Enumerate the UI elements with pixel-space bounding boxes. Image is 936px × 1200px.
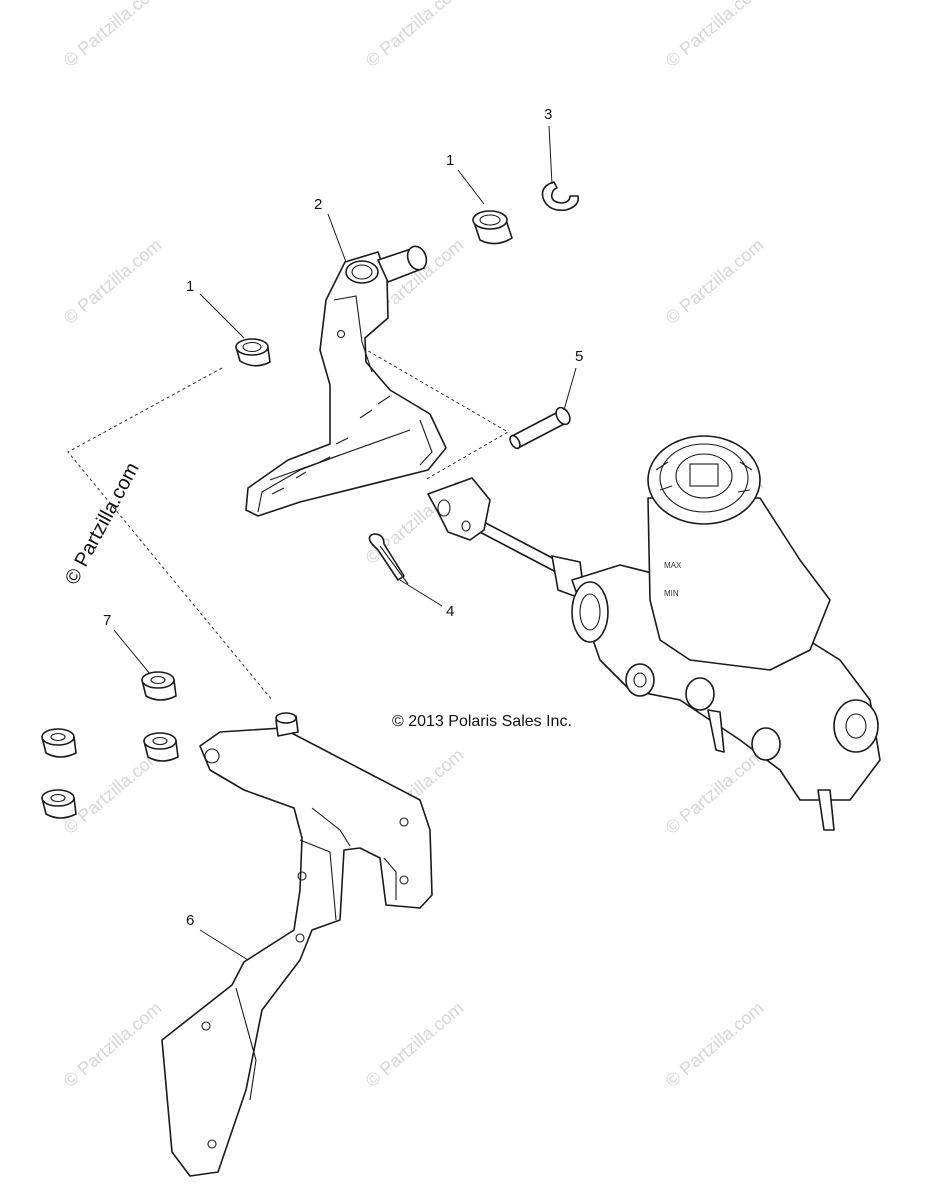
leader-lines — [113, 125, 577, 961]
reservoir-max-label: MAX — [664, 561, 682, 570]
callout-1-left: 1 — [186, 278, 194, 295]
bushing-part-1-upper — [472, 210, 513, 245]
watermark: © Partzilla.com — [662, 235, 768, 328]
reservoir-min-label: MIN — [664, 589, 679, 598]
callout-3: 3 — [544, 106, 552, 123]
flange-nut — [41, 789, 77, 819]
e-clip-part-3 — [541, 181, 580, 212]
watermark: © Partzilla.com — [362, 0, 468, 71]
watermark: © Partzilla.com — [362, 998, 468, 1091]
flange-nut-part-7 — [141, 671, 177, 701]
mounting-bracket-part-6 — [161, 712, 433, 1177]
cotter-pin-part-4 — [368, 533, 409, 585]
watermark: © Partzilla.com — [662, 745, 768, 838]
watermark: © Partzilla.com — [60, 0, 166, 71]
copyright-notice: © 2013 Polaris Sales Inc. — [392, 713, 572, 730]
flange-nut — [143, 732, 179, 762]
watermark: © Partzilla.com — [662, 998, 768, 1091]
callout-2: 2 — [314, 196, 322, 213]
assembly-guide-lines — [67, 344, 509, 701]
callout-6: 6 — [186, 912, 194, 929]
callout-5: 5 — [575, 348, 583, 365]
watermark: © Partzilla.com — [60, 235, 166, 328]
watermark: © Partzilla.com — [60, 998, 166, 1091]
callout-4: 4 — [446, 603, 454, 620]
flange-nut — [41, 728, 77, 758]
watermark: © Partzilla.com — [662, 0, 768, 71]
callout-1-upper: 1 — [446, 152, 454, 169]
bushing-part-1-left — [235, 338, 271, 367]
callout-7: 7 — [103, 612, 111, 629]
callout-labels: 1 1 2 3 4 5 6 7 — [103, 106, 583, 929]
watermark: © Partzilla.com — [60, 745, 166, 838]
brake-pedal-part-2 — [245, 245, 447, 517]
side-watermark: © Partzilla.com — [61, 459, 144, 588]
clevis-pin-part-5 — [509, 406, 571, 450]
master-cylinder-assembly: MAX MIN — [427, 435, 881, 831]
